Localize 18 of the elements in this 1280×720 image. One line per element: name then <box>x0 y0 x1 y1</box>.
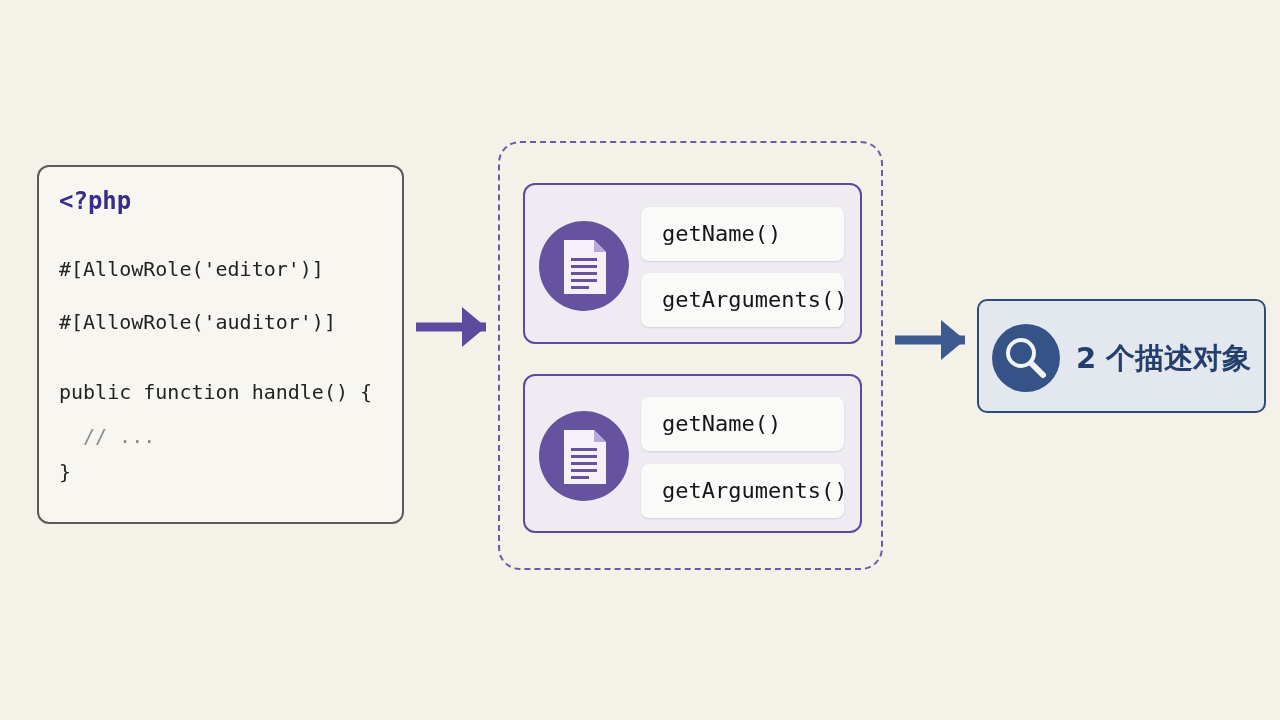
code-panel <box>37 165 404 524</box>
php-tag: <?php <box>59 187 132 215</box>
method-box: getArguments() <box>641 273 844 327</box>
code-line: #[AllowRole('editor')] <box>59 257 324 281</box>
code-comment: // ... <box>83 424 156 448</box>
method-box: getName() <box>641 207 844 261</box>
code-line: #[AllowRole('auditor')] <box>59 310 336 334</box>
result-label: 2 个描述对象 <box>1076 340 1252 377</box>
arrow <box>895 320 965 360</box>
object-card <box>523 374 862 533</box>
method-box: getName() <box>641 397 844 451</box>
result-box <box>977 299 1266 413</box>
dashed-group-frame <box>498 141 883 570</box>
code-line: public function handle() { <box>59 380 373 404</box>
arrow <box>416 307 486 347</box>
method-box: getArguments() <box>641 464 844 518</box>
code-line: } <box>59 460 72 484</box>
object-card <box>523 183 862 344</box>
